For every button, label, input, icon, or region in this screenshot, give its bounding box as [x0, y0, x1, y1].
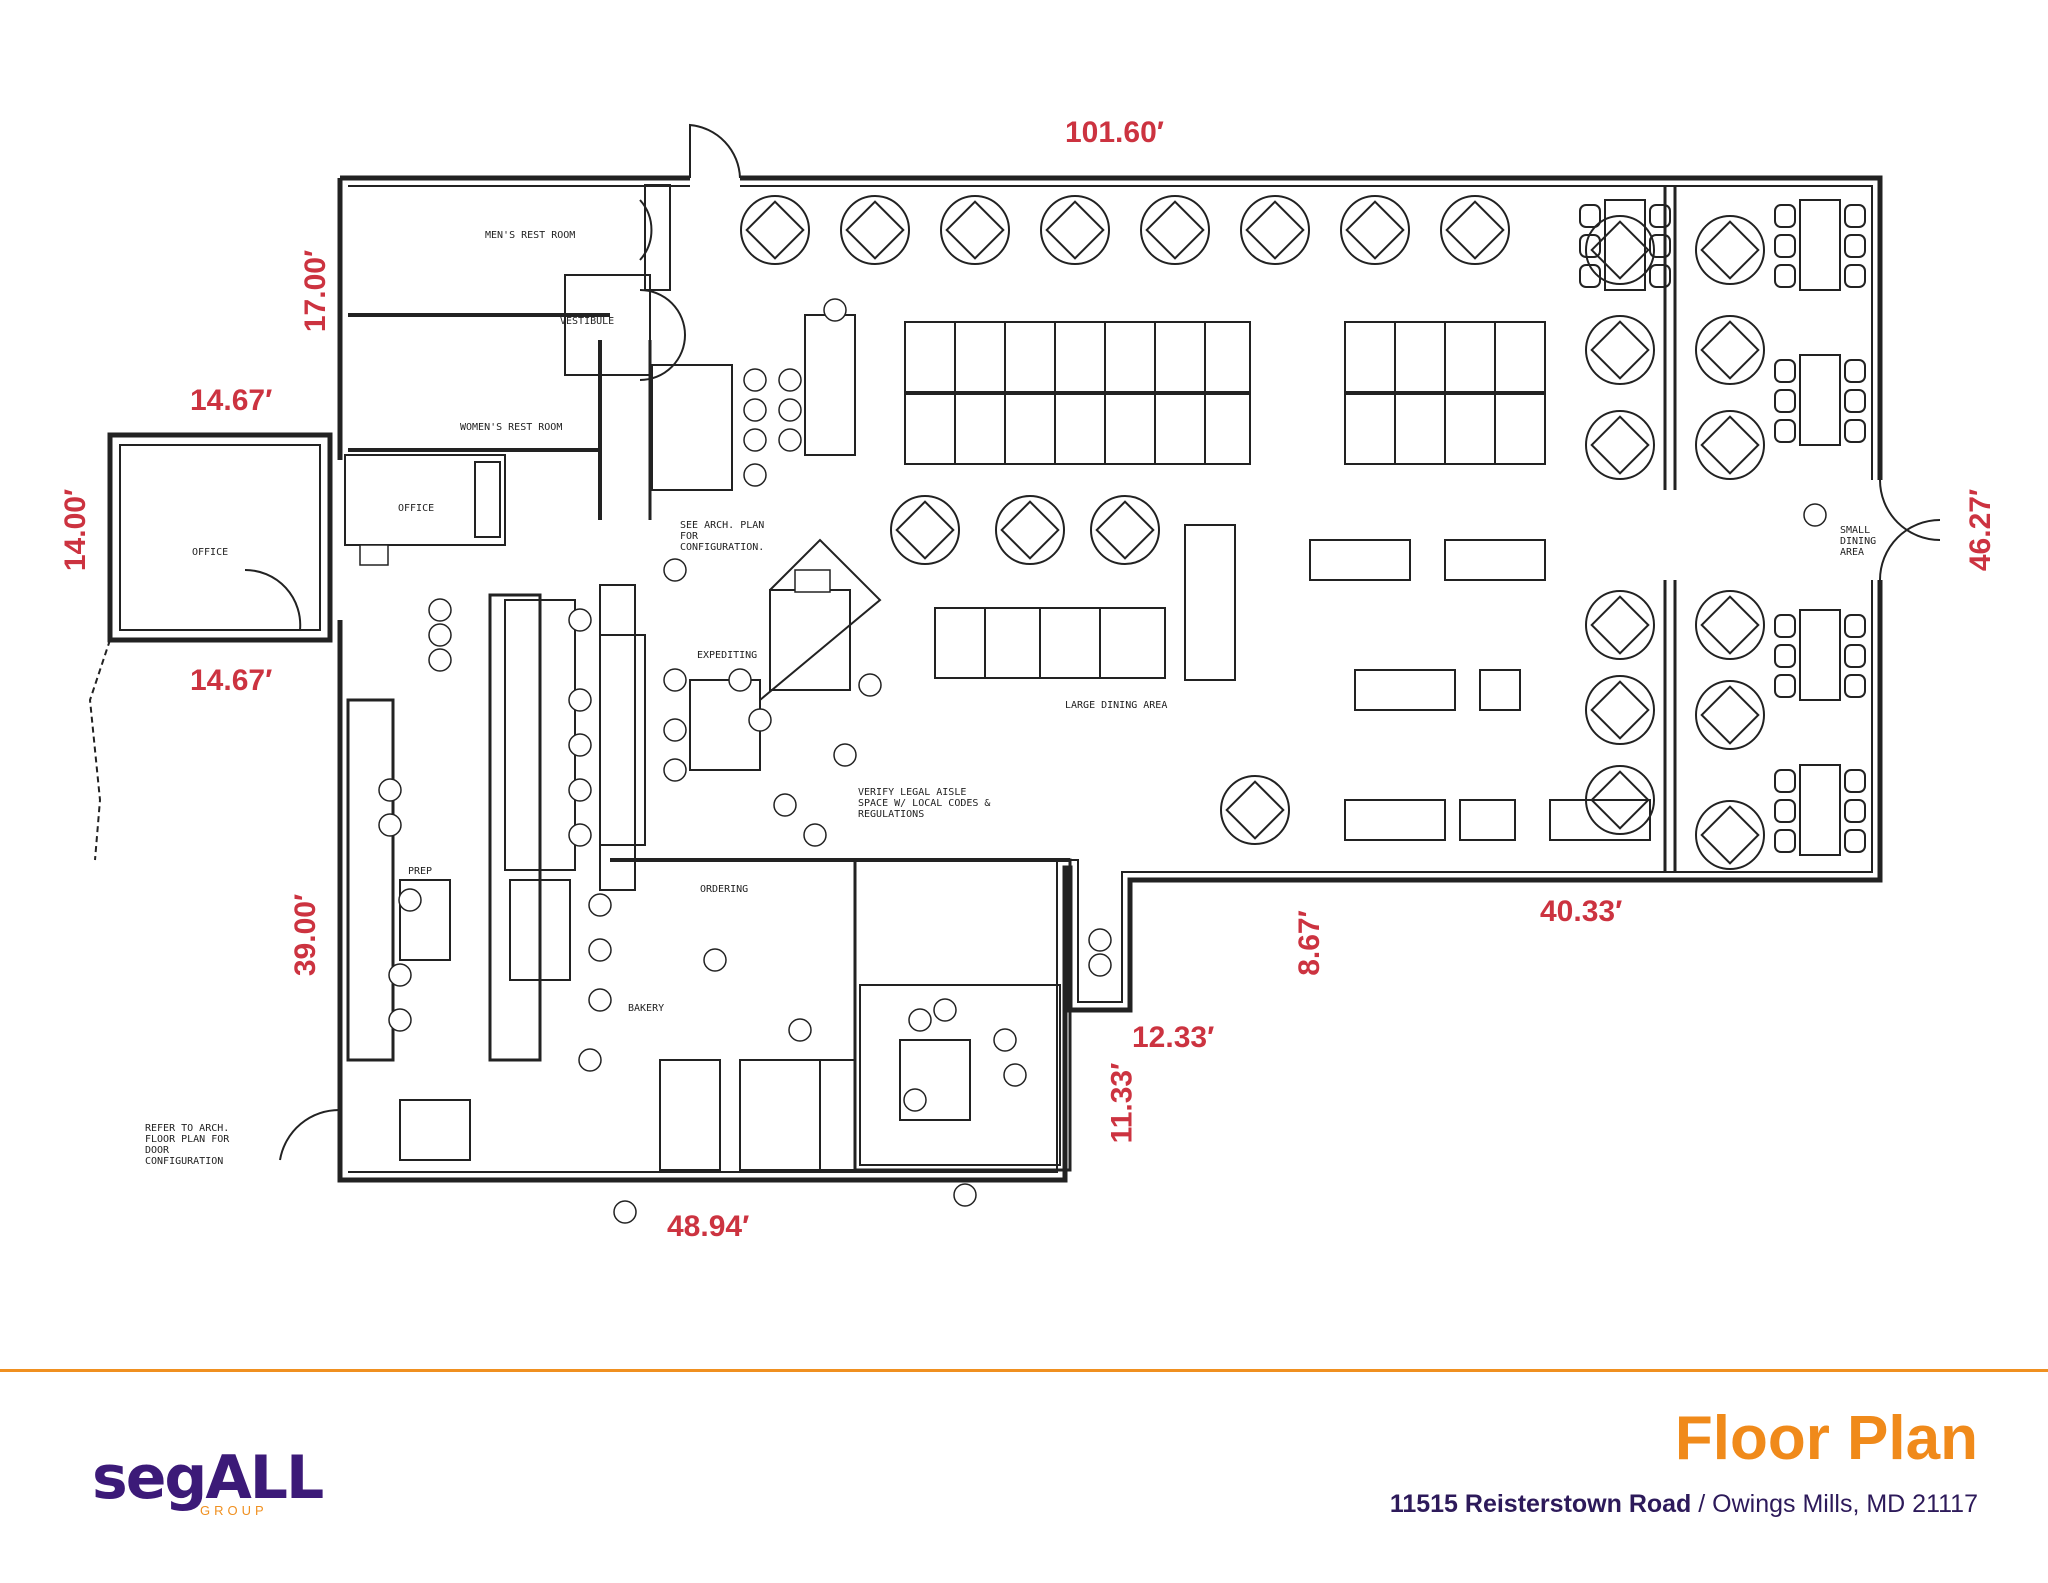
- segall-logo-subtext: GROUP: [200, 1503, 268, 1518]
- small-dining-label: SMALL DINING AREA: [1840, 525, 1877, 558]
- floor-plan-drawing: [88, 123, 1941, 1224]
- table-round: [740, 195, 810, 265]
- expediting-label: EXPEDITING: [697, 650, 758, 661]
- office-room-outline: [107, 432, 333, 643]
- table-round: [1585, 590, 1655, 660]
- dimension-storage-height: 11.33′: [1105, 1062, 1139, 1144]
- table-rect: [1354, 669, 1456, 711]
- booth-row-right: [1344, 321, 1546, 465]
- table-round: [1695, 215, 1765, 285]
- rect-tables: [1309, 199, 1866, 856]
- dimension-right-height: 46.27′: [1964, 488, 1998, 572]
- table-round: [1695, 800, 1765, 870]
- table-round: [995, 495, 1065, 565]
- page-title: Floor Plan: [1674, 1404, 1978, 1473]
- table-round: [1695, 410, 1765, 480]
- office-small-label: OFFICE: [398, 503, 435, 514]
- table-round: [1695, 590, 1765, 660]
- table-round: [1220, 775, 1290, 845]
- prep-label: PREP: [408, 866, 433, 877]
- outer-wall-inner: [348, 185, 1873, 1173]
- property-address: 11515 Reisterstown Road / Owings Mills, …: [1390, 1490, 1978, 1519]
- table-rect: [1799, 199, 1841, 291]
- dimension-jog-width: 12.33′: [1132, 1021, 1215, 1054]
- arch-plan-note: SEE ARCH. PLAN FOR CONFIGURATION.: [680, 520, 765, 553]
- table-round: [1140, 195, 1210, 265]
- table-round: [1240, 195, 1310, 265]
- table-rect: [1444, 539, 1546, 581]
- dimension-jog-height: 8.67′: [1292, 910, 1326, 976]
- dimension-top-width: 101.60′: [1065, 116, 1164, 149]
- dimension-office-height: 14.00′: [59, 488, 93, 572]
- table-round: [1340, 195, 1410, 265]
- segall-logo: segALL: [92, 1443, 324, 1513]
- table-round: [1440, 195, 1510, 265]
- booth-row-left: [904, 321, 1251, 465]
- table-rect: [1309, 539, 1411, 581]
- table-round: [940, 195, 1010, 265]
- table-rect: [1799, 354, 1841, 446]
- address-street: 11515 Reisterstown Road: [1389, 1490, 1692, 1518]
- entry-door-swing: [689, 123, 741, 179]
- footer-divider: [0, 1369, 2048, 1372]
- table-round: [1585, 410, 1655, 480]
- bakery-label: BAKERY: [628, 1003, 665, 1014]
- table-rect: [1479, 669, 1521, 711]
- table-round: [890, 495, 960, 565]
- dimension-restroom-height: 17.00′: [299, 249, 333, 333]
- aisle-note: VERIFY LEGAL AISLE SPACE W/ LOCAL CODES …: [858, 787, 991, 820]
- table-rect: [1799, 764, 1841, 856]
- booth-row-center: [934, 607, 1166, 679]
- table-round: [1695, 315, 1765, 385]
- table-round: [1040, 195, 1110, 265]
- mens-room-label: MEN'S REST ROOM: [485, 230, 576, 241]
- table-round: [1090, 495, 1160, 565]
- table-rect: [1799, 609, 1841, 701]
- door-config-note: REFER TO ARCH. FLOOR PLAN FOR DOOR CONFI…: [145, 1123, 230, 1167]
- table-round: [840, 195, 910, 265]
- table-rect: [1459, 799, 1516, 841]
- table-round: [1585, 675, 1655, 745]
- large-dining-label: LARGE DINING AREA: [1065, 700, 1168, 711]
- dimension-office-width-top: 14.67′: [190, 384, 273, 417]
- table-round: [1585, 315, 1655, 385]
- table-rect: [1344, 799, 1446, 841]
- round-tables: [740, 195, 1765, 870]
- dimension-kitchen-height: 39.00′: [289, 893, 323, 977]
- office-large-label: OFFICE: [192, 547, 229, 558]
- dimension-dining-bottom: 40.33′: [1540, 895, 1623, 928]
- vestibule-label: VESTIBULE: [560, 316, 615, 327]
- dimension-bottom-width: 48.94′: [667, 1210, 750, 1243]
- table-rect: [1549, 799, 1651, 841]
- equipment-tags: [359, 298, 1827, 1224]
- womens-room-label: WOMEN'S REST ROOM: [460, 422, 563, 433]
- ordering-label: ORDERING: [700, 884, 749, 895]
- dimension-office-width-bottom: 14.67′: [190, 664, 273, 697]
- table-rect: [1604, 199, 1646, 291]
- address-city: / Owings Mills, MD 21117: [1691, 1490, 1978, 1518]
- table-round: [1695, 680, 1765, 750]
